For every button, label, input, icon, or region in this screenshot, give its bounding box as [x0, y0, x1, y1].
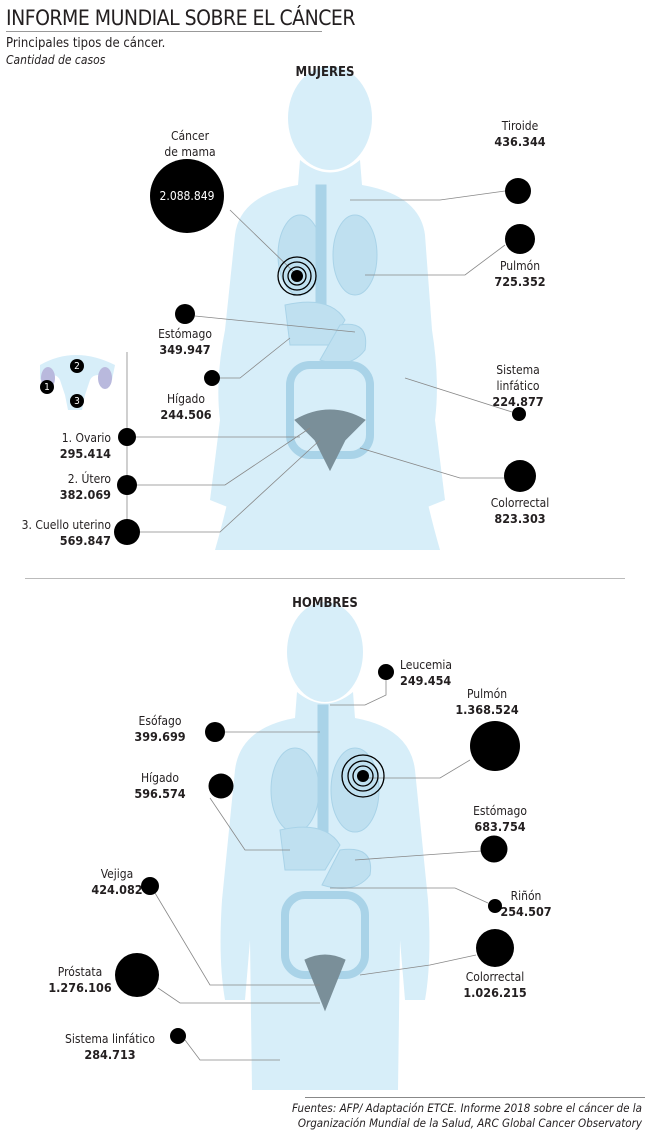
female-organs — [277, 184, 378, 472]
uterus-marker-2: 2 — [70, 359, 84, 373]
bubble-leukemia — [378, 664, 394, 680]
breast-target-center — [291, 270, 303, 282]
bubble-stomach-men — [480, 835, 508, 863]
bubble-lymphatic-men — [170, 1028, 186, 1044]
bubble-cervix — [114, 519, 140, 545]
bubble-lymphatic-women — [512, 407, 526, 421]
bubble-liver-men — [208, 773, 234, 799]
bubble-bladder — [141, 877, 159, 895]
section-divider — [25, 578, 625, 579]
lung-target-center — [357, 770, 369, 782]
bubble-breast: 2.088.849 — [150, 159, 224, 233]
bubble-lung-women — [505, 224, 535, 254]
women-section-title: MUJERES — [295, 65, 355, 80]
bubble-prostate — [115, 953, 159, 997]
bubble-stomach-women — [175, 304, 195, 324]
bubble-uterus — [117, 475, 137, 495]
male-organs — [270, 704, 380, 1012]
unit-note: Cantidad de casos — [6, 53, 106, 67]
bubble-liver-women — [204, 370, 220, 386]
sources: Fuentes: AFP/ Adaptación ETCE. Informe 2… — [292, 1101, 642, 1130]
subtitle: Principales tipos de cáncer. — [6, 36, 166, 51]
uterus-marker-3: 3 — [70, 394, 84, 408]
bubble-thyroid — [505, 178, 531, 204]
target-icons — [277, 256, 385, 798]
bubble-lung-men — [470, 721, 520, 771]
leader-lines — [126, 190, 513, 1061]
footer-divider — [305, 1097, 645, 1098]
page-title: INFORME MUNDIAL SOBRE EL CÁNCER — [6, 6, 355, 30]
bubble-colorectal-women — [504, 460, 536, 492]
title-divider — [6, 31, 322, 32]
bubble-kidney — [488, 899, 502, 913]
bubble-esophagus — [205, 722, 225, 742]
men-section-title: HOMBRES — [292, 596, 358, 611]
uterus-marker-1: 1 — [40, 380, 54, 394]
bubble-colorectal-men — [476, 929, 514, 967]
bubble-ovary — [118, 428, 136, 446]
